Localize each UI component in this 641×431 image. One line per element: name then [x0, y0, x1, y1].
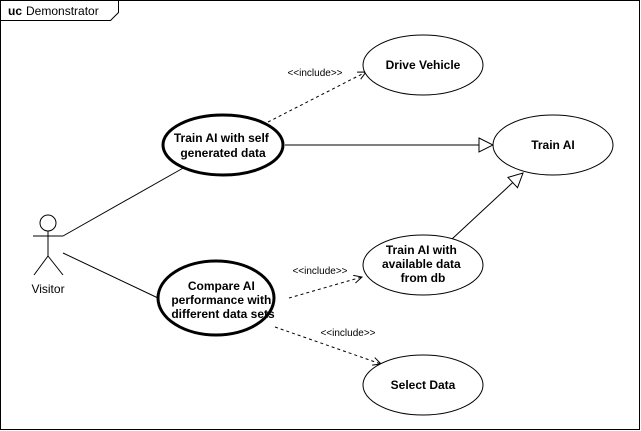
- use-case-shape: [492, 114, 614, 176]
- use-case-compare-ai[interactable]: Compare AI performance with different da…: [156, 259, 276, 337]
- use-case-label: Train AI: [531, 138, 575, 152]
- actor-left-leg: [33, 255, 49, 276]
- actor-name: Visitor: [31, 282, 64, 296]
- use-case-label: Train AI with available data from db: [382, 243, 464, 285]
- include-label-select: <<include>>: [320, 328, 375, 339]
- use-case-drive-vehicle[interactable]: Drive Vehicle: [362, 34, 484, 96]
- use-case-train-ai[interactable]: Train AI: [492, 114, 614, 176]
- use-case-label: Train AI with self generated data: [174, 131, 272, 160]
- frame-name: Demonstrator: [26, 4, 99, 18]
- use-case-label-line: Compare AI: [188, 279, 255, 293]
- include-label-drive: <<include>>: [287, 68, 342, 79]
- frame-title-tab: [0, 0, 119, 21]
- use-case-select-data[interactable]: Select Data: [362, 354, 484, 416]
- actor-head: [39, 214, 57, 232]
- use-case-label-line: Drive Vehicle: [386, 58, 461, 72]
- use-case-train-self-generated[interactable]: Train AI with self generated data: [161, 113, 285, 177]
- include-label-db: <<include>>: [292, 266, 347, 277]
- use-case-shape: [156, 259, 276, 337]
- actor-right-leg: [47, 255, 64, 276]
- use-case-label: Compare AI performance with different da…: [171, 279, 275, 321]
- use-case-shape: [161, 113, 285, 177]
- use-case-label-line: Select Data: [391, 378, 456, 392]
- use-case-shape: [362, 234, 484, 296]
- use-case-label-line: Train AI with: [386, 243, 457, 257]
- frame-title: uc Demonstrator: [8, 4, 99, 18]
- use-case-label: Drive Vehicle: [386, 58, 461, 72]
- generalization-train-db-train-ai[interactable]: [451, 173, 523, 240]
- use-case-label-line: generated data: [180, 146, 266, 160]
- use-case-label-line: from db: [401, 271, 446, 285]
- association-visitor-compare[interactable]: [62, 252, 159, 299]
- use-case-shape: [362, 34, 484, 96]
- include-compare-train-db[interactable]: [288, 277, 362, 299]
- use-case-label-line: Train AI: [531, 138, 575, 152]
- use-case-label-line: performance with: [171, 293, 271, 307]
- use-case-train-db[interactable]: Train AI with available data from db: [362, 234, 484, 296]
- use-case-label-line: available data: [382, 257, 461, 271]
- frame-keyword: uc: [8, 4, 22, 18]
- association-visitor-train-self[interactable]: [62, 166, 186, 237]
- actor-visitor[interactable]: Visitor: [31, 214, 65, 296]
- use-case-label-line: Train AI with self: [174, 131, 270, 145]
- include-train-self-drive-vehicle[interactable]: [267, 72, 366, 123]
- include-compare-select-data[interactable]: [274, 326, 381, 364]
- use-case-shape: [362, 354, 484, 416]
- use-case-label: Select Data: [391, 378, 456, 392]
- use-case-label-line: different data sets: [171, 307, 275, 321]
